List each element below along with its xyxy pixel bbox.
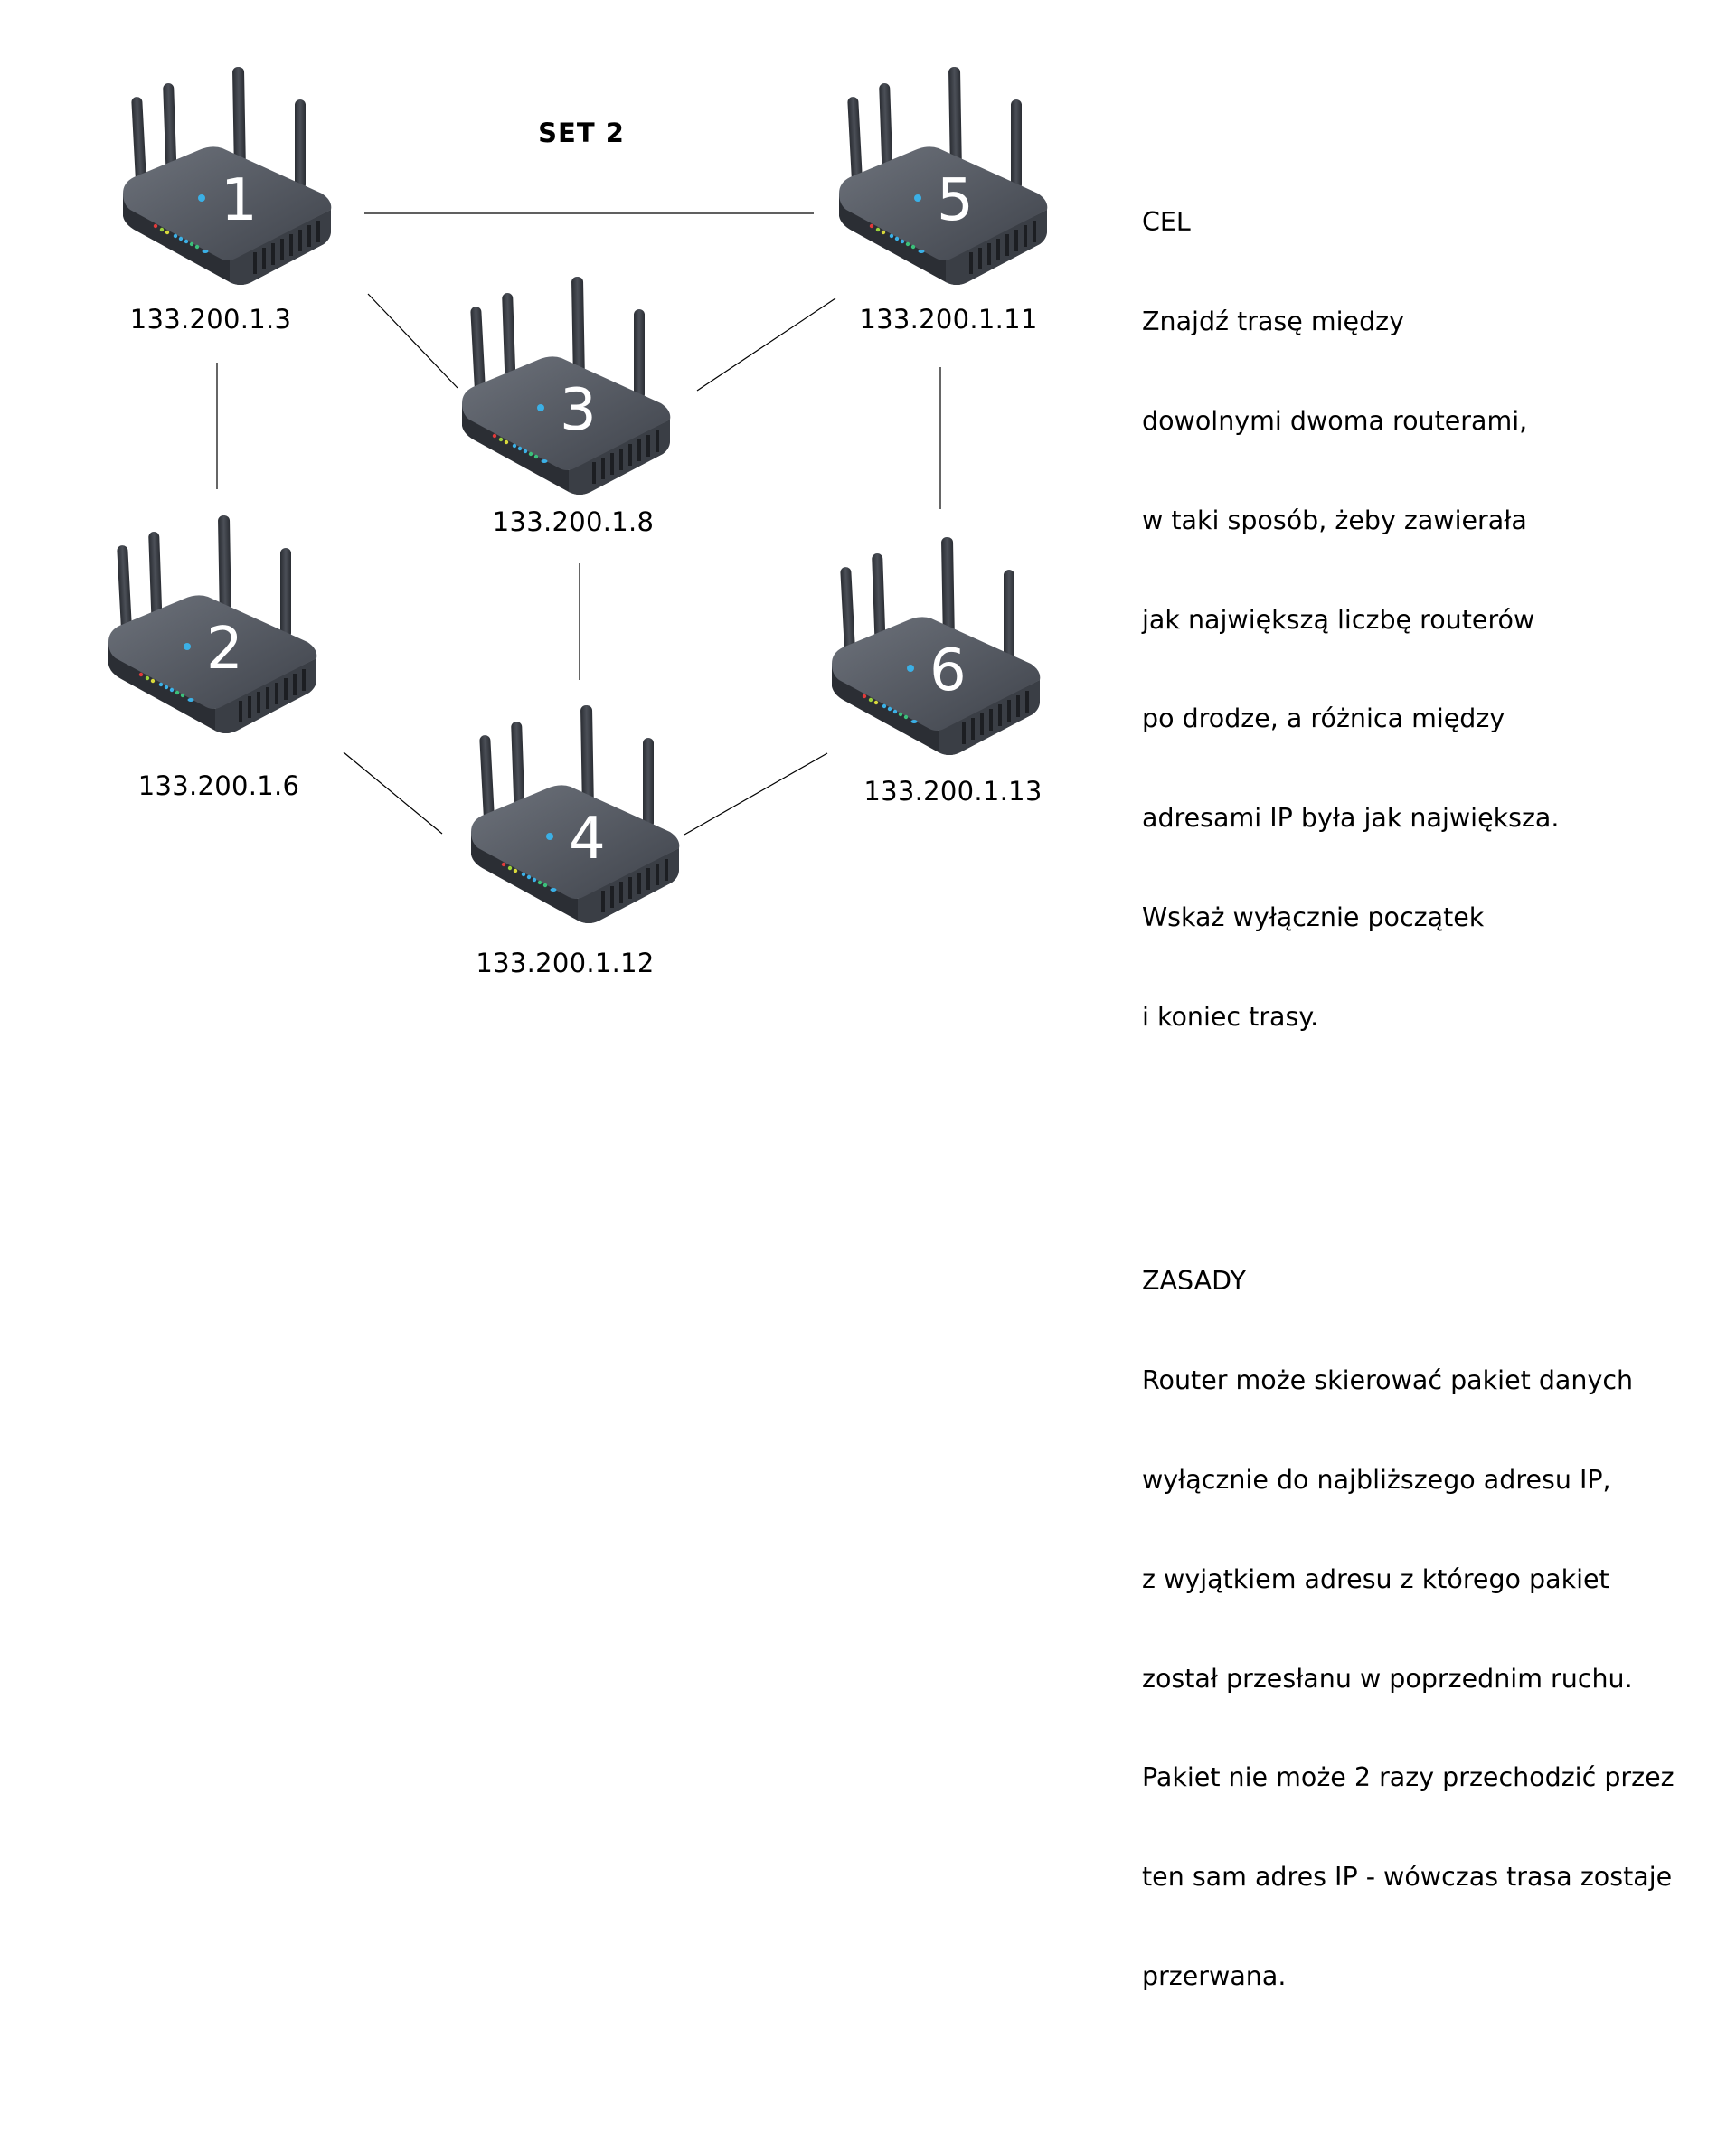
goal-line: Znajdź trasę między: [1142, 307, 1405, 337]
router-number: 2: [206, 616, 243, 683]
goal-section: CEL Znajdź trasę między dowolnymi dwoma …: [1142, 140, 1675, 1100]
router-icon: 6: [832, 536, 1041, 755]
edge-5-3: [696, 297, 836, 392]
instructions-panel: CEL Znajdź trasę między dowolnymi dwoma …: [1142, 74, 1675, 2134]
router-3-ip: 133.200.1.8: [492, 506, 655, 537]
goal-line: i koniec trasy.: [1142, 1001, 1319, 1032]
router-4[interactable]: 4: [469, 704, 686, 923]
edge-2-4: [343, 751, 443, 835]
rules-line: Router może skierować pakiet danych: [1142, 1365, 1634, 1396]
rules-line: przerwana.: [1142, 1960, 1287, 1991]
goal-line: dowolnymi dwoma routerami,: [1142, 405, 1528, 436]
router-2-ip: 133.200.1.6: [137, 770, 300, 801]
goal-line: w taki sposób, żeby zawierała: [1142, 505, 1527, 535]
router-number: 4: [569, 806, 606, 873]
edge-1-3: [367, 293, 458, 389]
rules-section: ZASADY Router może skierować pakiet dany…: [1142, 1199, 1675, 2059]
rules-line: wyłącznie do najbliższego adresu IP,: [1142, 1464, 1611, 1495]
router-icon: 5: [839, 66, 1048, 286]
router-1-ip: 133.200.1.3: [129, 304, 292, 335]
rules-line: został przesłanu w poprzednim ruchu.: [1142, 1663, 1633, 1694]
goal-line: po drodze, a różnica między: [1142, 703, 1505, 734]
router-number: 5: [937, 167, 974, 234]
goal-line: adresami IP była jak największa.: [1142, 803, 1560, 834]
router-number: 6: [929, 637, 967, 704]
rules-line: ten sam adres IP - wówczas trasa zostaje: [1142, 1862, 1673, 1893]
set-title: SET 2: [538, 118, 625, 148]
router-5[interactable]: 5: [837, 66, 1054, 286]
rules-line: Pakiet nie może 2 razy przechodzić przez: [1142, 1762, 1675, 1793]
router-icon: 2: [108, 515, 317, 733]
router-6[interactable]: 6: [830, 536, 1047, 755]
connections-layer: [216, 212, 941, 836]
goal-line: jak największą liczbę routerów: [1142, 604, 1535, 635]
router-4-ip: 133.200.1.12: [476, 948, 655, 978]
router-6-ip: 133.200.1.13: [863, 776, 1043, 807]
goal-heading: CEL: [1142, 207, 1191, 238]
router-5-ip: 133.200.1.11: [859, 304, 1038, 335]
rules-line: z wyjątkiem adresu z którego pakiet: [1142, 1563, 1609, 1594]
edge-6-4: [684, 752, 828, 836]
router-3[interactable]: 3: [460, 276, 677, 495]
rules-heading: ZASADY: [1142, 1266, 1246, 1297]
network-diagram: SET 2: [107, 66, 1054, 978]
router-number: 3: [560, 377, 597, 444]
router-icon: 4: [471, 704, 680, 923]
router-icon: 1: [123, 66, 332, 286]
router-icon: 3: [462, 276, 671, 495]
router-2[interactable]: 2: [107, 515, 324, 733]
router-number: 1: [221, 167, 258, 234]
router-1[interactable]: 1: [121, 66, 338, 286]
goal-line: Wskaż wyłącznie początek: [1142, 902, 1485, 932]
